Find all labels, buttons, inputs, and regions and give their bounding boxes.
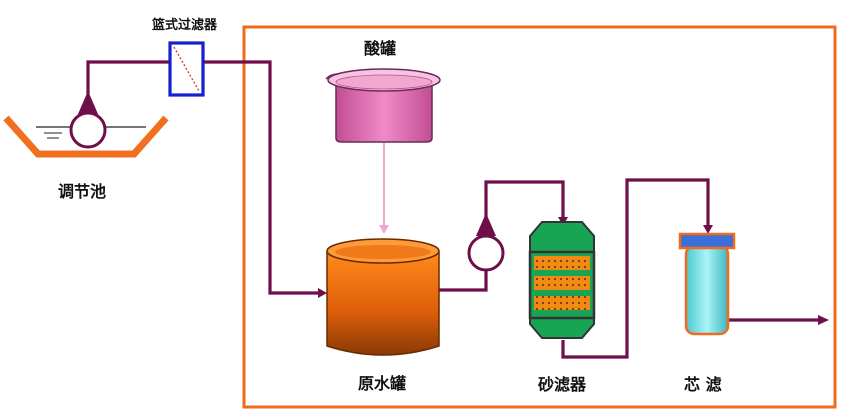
flow-arrow-icon	[818, 315, 829, 325]
flow-arrow-icon	[379, 225, 389, 234]
raw-water-tank-label: 原水罐	[358, 374, 407, 393]
pipes	[86, 60, 820, 359]
pump-icon	[69, 91, 107, 149]
core-filter-icon	[678, 232, 736, 336]
raw-water-tank-icon	[326, 238, 440, 356]
core-filter-label: 芯 滤	[684, 375, 722, 394]
pipe-sand-to-core	[561, 178, 710, 359]
basket-filter-icon	[168, 41, 205, 97]
pipe-raw-tank-to-pump	[439, 268, 488, 292]
pipe-pump-to-sand	[484, 180, 565, 228]
flow-arrow-icon	[318, 288, 327, 298]
basket-filter-label: 篮式过滤器	[152, 18, 218, 33]
pipe-basket-to-raw-tank	[204, 60, 320, 295]
system-frame	[242, 25, 837, 409]
acid-tank-icon	[325, 68, 441, 143]
pipe-pool-to-basket	[86, 60, 170, 108]
regulating-pool-label: 调节池	[58, 182, 107, 201]
sand-filter-icon	[528, 221, 596, 339]
sand-filter-label: 砂滤器	[538, 375, 587, 394]
pump-icon	[467, 213, 505, 272]
acid-tank-label: 酸罐	[364, 39, 397, 58]
flow-arrow-icon	[703, 225, 713, 234]
